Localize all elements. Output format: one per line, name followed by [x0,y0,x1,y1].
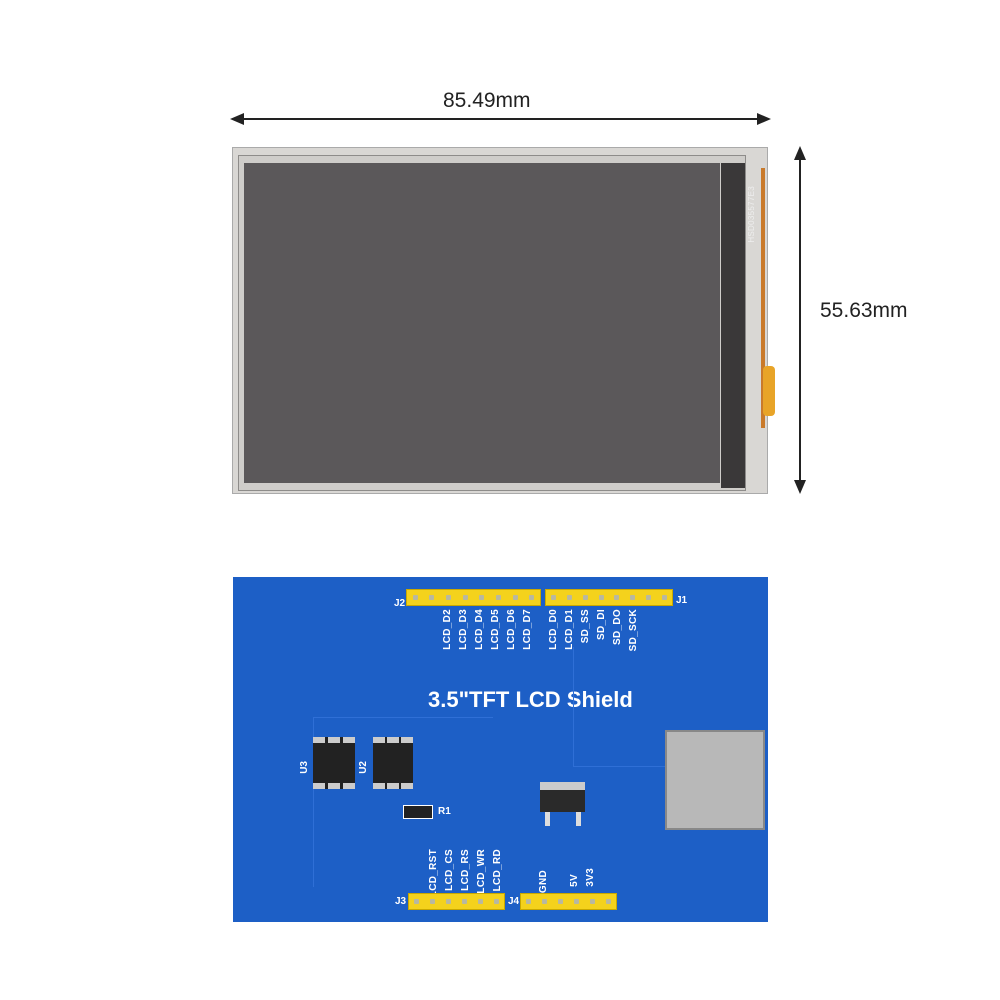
header-j2[interactable] [406,589,541,606]
pin-label: SD_SS [580,609,591,644]
arrow-left-icon [230,113,244,125]
trace [313,717,493,887]
header-pin [446,595,452,600]
header-pin [567,595,573,600]
lcd-screen [244,163,720,483]
header-pin [479,595,485,600]
header-pin [446,899,452,904]
header-pin [461,899,467,904]
board-title: 3.5"TFT LCD Shield [428,687,633,712]
chip-u2 [373,737,413,789]
header-pin [529,595,535,600]
header-pin [551,595,557,600]
j4-ref: J4 [508,896,520,907]
header-pin [630,595,636,600]
pin-label: LCD_WR [476,849,487,894]
u2-ref: U2 [358,761,369,774]
fpc-edge [761,168,765,428]
header-pin [429,595,435,600]
arrow-down-icon [794,480,806,494]
pin-label: SD_DI [596,609,607,640]
pin-label: 5V [569,874,580,887]
pcb-board: J2 J1 LCD_D2 LCD_D3 LCD_D4 LCD_D5 LCD_D6… [233,577,768,922]
header-pin [477,899,483,904]
header-pin [589,899,595,904]
header-pin [573,899,579,904]
header-pin [582,595,588,600]
u3-ref: U3 [299,761,310,774]
header-pin [430,899,436,904]
header-pin [526,899,532,904]
sd-card-slot[interactable] [665,730,765,830]
pin-label: LCD_D5 [490,609,501,650]
header-pin [512,595,518,600]
pin-label: LCD_D6 [506,609,517,650]
pin-label: GND [538,870,549,894]
pin-label: LCD_D0 [548,609,559,650]
header-pin [493,899,499,904]
header-pin [645,595,651,600]
pin-label: LCD_RS [460,849,471,891]
fpc-connector [763,366,775,416]
header-j3[interactable] [408,893,505,910]
header-pin [495,595,501,600]
pin-label: SD_DO [612,609,623,645]
r1-ref: R1 [438,806,451,817]
panel-code-label: HSD035577E3 [747,186,756,243]
header-pin [412,595,418,600]
header-pin [598,595,604,600]
voltage-regulator [540,782,585,812]
header-pin [614,595,620,600]
header-pin [542,899,548,904]
pin-label: LCD_D2 [442,609,453,650]
j3-ref: J3 [395,896,407,907]
chip-u3 [313,737,355,789]
lcd-side-strip [721,163,745,488]
regulator-pins [545,812,581,826]
pin-label: LCD_D3 [458,609,469,650]
pin-label: LCD_RD [492,849,503,892]
resistor-r1 [403,805,433,819]
header-pin [414,899,420,904]
height-dimension-label: 55.63mm [820,299,908,322]
pin-label: SD_SCK [628,609,639,652]
header-pin [605,899,611,904]
header-j1[interactable] [545,589,673,606]
j2-ref: J2 [394,598,406,609]
height-dimension-line [799,150,801,490]
trace [573,647,668,767]
pin-label: LCD_D7 [522,609,533,650]
pin-label: LCD_RST [428,849,439,898]
pin-label: LCD_D4 [474,609,485,650]
header-pin [462,595,468,600]
pin-label: LCD_D1 [564,609,575,650]
arrow-right-icon [757,113,771,125]
header-j4[interactable] [520,893,617,910]
lcd-module: HSD035577E3 [232,147,775,494]
j1-ref: J1 [676,595,688,606]
width-dimension-label: 85.49mm [443,89,531,112]
header-pin [661,595,667,600]
arrow-up-icon [794,146,806,160]
pin-label: LCD_CS [444,849,455,891]
pin-label: 3V3 [585,868,596,887]
header-pin [558,899,564,904]
width-dimension-line [236,118,766,120]
